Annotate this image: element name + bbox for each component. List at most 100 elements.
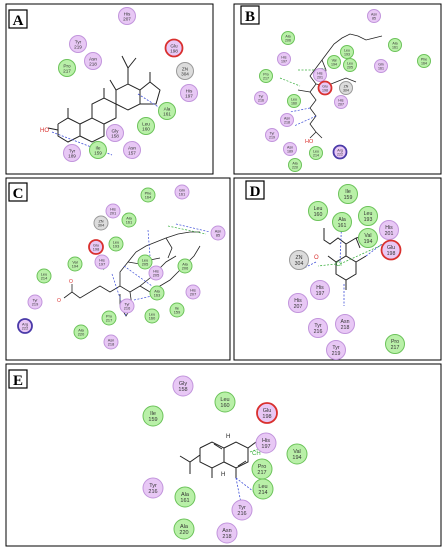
residue-disc xyxy=(106,124,124,142)
residue-name: Tyr xyxy=(75,39,82,44)
residue-number: 198 xyxy=(322,88,328,92)
residue-name: Ala xyxy=(285,34,290,38)
residue-number: 194 xyxy=(331,62,337,66)
residue-disc xyxy=(17,318,33,334)
residue-number: 304 xyxy=(98,224,105,228)
residue-number: 194 xyxy=(364,239,373,245)
residue-disc xyxy=(287,94,301,108)
residue-number: 201 xyxy=(110,212,116,216)
panel-a-letter: A xyxy=(13,13,24,29)
residue-number: 214 xyxy=(41,277,48,281)
residue-name: Ala xyxy=(126,216,132,220)
residue-disc xyxy=(172,375,194,397)
residue-number: 222 xyxy=(337,152,343,156)
residue-disc xyxy=(256,402,278,424)
residue-number: 201 xyxy=(317,75,323,79)
residue-name: Asn xyxy=(287,145,293,149)
residue-name: Arg xyxy=(337,148,343,152)
residue-name: His xyxy=(110,207,116,211)
residue-number: 197 xyxy=(316,291,325,297)
residue-name: ZN xyxy=(296,255,303,261)
residue-disc xyxy=(343,58,357,72)
residue-disc xyxy=(173,518,195,540)
residue-number: 161 xyxy=(179,193,185,197)
residue-number: 159 xyxy=(174,311,180,315)
residue-number: 216 xyxy=(237,511,246,517)
residue-disc xyxy=(417,54,431,68)
residue-name: Pro xyxy=(263,72,269,76)
residue-name: Tyr xyxy=(314,323,322,329)
panel-a-frame xyxy=(5,3,214,175)
residue-name: Leu xyxy=(313,149,319,153)
residue-name: His xyxy=(317,71,322,75)
residue-name: Ile xyxy=(96,145,101,150)
panel-d-cl-label: Cl xyxy=(336,262,342,268)
residue-disc xyxy=(58,59,76,77)
residue-disc xyxy=(288,158,302,172)
residue-number: 161 xyxy=(126,221,132,225)
residue-name: Phe xyxy=(421,57,427,61)
residue-number: 219 xyxy=(269,135,275,139)
residue-name: Arg xyxy=(22,322,28,326)
residue-number: 217 xyxy=(263,76,269,80)
panel-c-letter-box xyxy=(8,182,28,202)
residue-disc xyxy=(317,80,333,96)
residue-disc xyxy=(254,91,268,105)
residue-disc xyxy=(334,95,348,109)
residue-disc xyxy=(101,310,117,326)
residue-name: Tyr xyxy=(332,345,340,351)
residue-name: Ala xyxy=(180,524,189,530)
residue-disc xyxy=(332,212,352,232)
residue-name: Pro xyxy=(106,314,112,318)
residue-name: Val xyxy=(72,260,77,264)
panel-b-halogen xyxy=(279,69,318,87)
residue-number: 219 xyxy=(32,303,38,307)
panel-e-ligand xyxy=(179,441,257,478)
residue-number: 85 xyxy=(216,234,220,238)
residue-disc xyxy=(148,265,164,281)
panel-d-letter: D xyxy=(250,184,261,200)
residue-number: 218 xyxy=(284,120,290,124)
residue-number: 198 xyxy=(262,414,271,420)
residue-disc xyxy=(332,144,348,160)
residue-name: Ala xyxy=(338,217,346,223)
residue-number: 207 xyxy=(294,304,303,310)
residue-disc xyxy=(385,334,405,354)
panel-e-frame xyxy=(5,363,442,547)
residue-name: Tyr xyxy=(270,131,276,135)
residue-number: 160 xyxy=(220,403,229,409)
residue-disc xyxy=(103,334,119,350)
panel-d-halogen xyxy=(317,243,385,267)
residue-name: His xyxy=(294,298,302,304)
residue-disc xyxy=(137,254,153,270)
residue-name: Leu xyxy=(41,272,47,276)
